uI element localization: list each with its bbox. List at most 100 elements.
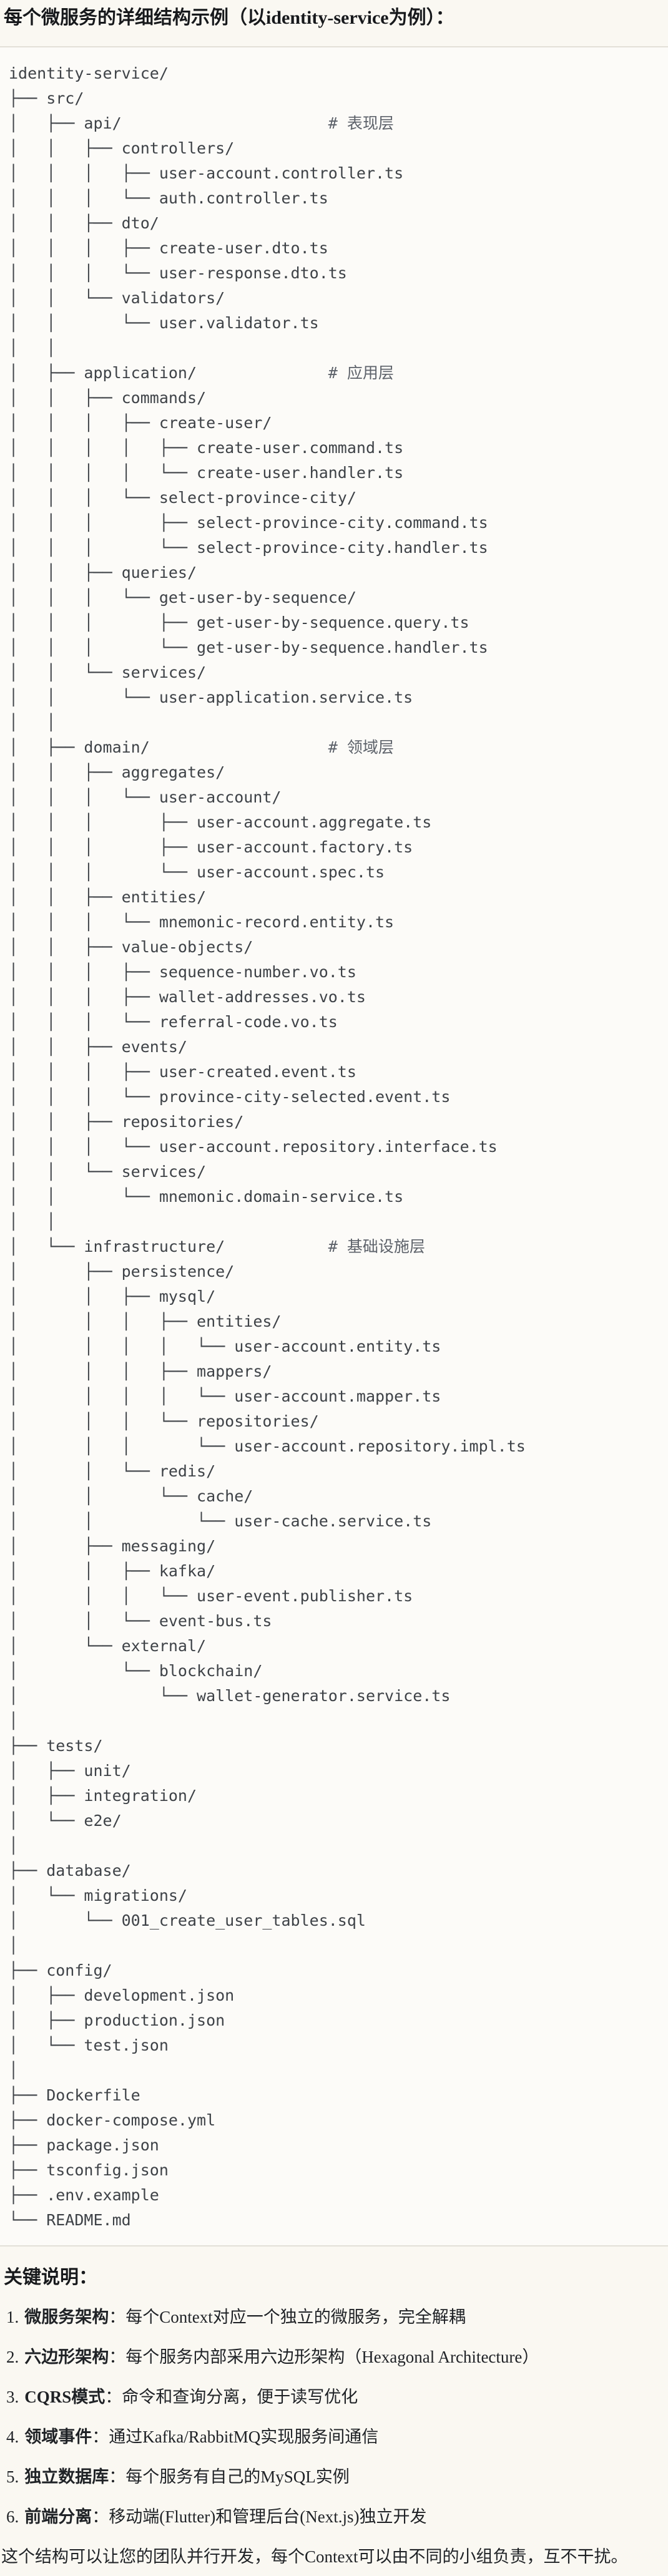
tree-line: │ │ └── user-cache.service.ts — [9, 1512, 432, 1530]
tree-line: │ │ │ └── get-user-by-sequence/ — [9, 588, 356, 607]
tree-line: │ └── infrastructure/ # 基础设施层 — [9, 1237, 425, 1256]
tree-comment: # 应用层 — [328, 364, 394, 382]
tree-line: │ │ │ └── user-account.repository.interf… — [9, 1138, 498, 1156]
tree-line: │ │ │ ├── user-account.controller.ts — [9, 164, 404, 182]
tree-line: ├── database/ — [9, 1861, 131, 1880]
tree-line: │ │ │ └── repositories/ — [9, 1412, 319, 1430]
tree-line: identity-service/ — [9, 64, 169, 82]
tree-line: │ │ │ ├── sequence-number.vo.ts — [9, 963, 356, 981]
note-text: 每个服务有自己的MySQL实例 — [125, 2467, 350, 2486]
tree-line: ├── package.json — [9, 2136, 159, 2154]
tree-line: │ │ │ ├── entities/ — [9, 1312, 282, 1330]
tree-line: │ │ │ └── mnemonic-record.entity.ts — [9, 913, 395, 931]
page-title: 每个微服务的详细结构示例（以identity-service为例）： — [4, 7, 454, 28]
note-text: 移动端(Flutter)和管理后台(Next.js)独立开发 — [109, 2507, 427, 2526]
note-item: 3. CQRS模式：命令和查询分离，便于读写优化 — [6, 2385, 668, 2409]
tree-line: │ │ ├── controllers/ — [9, 139, 235, 157]
tree-line: │ ├── integration/ — [9, 1787, 197, 1805]
note-text: 通过Kafka/RabbitMQ实现服务间通信 — [109, 2427, 379, 2446]
tree-line: │ │ │ └── user-response.dto.ts — [9, 264, 347, 282]
tree-line: ├── Dockerfile — [9, 2086, 140, 2104]
note-term: CQRS模式 — [24, 2388, 106, 2406]
tree-line: │ │ ├── mysql/ — [9, 1287, 216, 1305]
note-colon: ： — [109, 2308, 126, 2326]
note-text: 每个Context对应一个独立的微服务，完全解耦 — [125, 2308, 466, 2326]
tree-comment: # 基础设施层 — [328, 1237, 425, 1256]
tree-line: │ │ └── redis/ — [9, 1462, 216, 1480]
tree-line: │ │ ├── commands/ — [9, 389, 207, 407]
tree-line: │ └── wallet-generator.service.ts — [9, 1687, 451, 1705]
tree-line: │ │ ├── repositories/ — [9, 1113, 244, 1131]
tree-line: │ │ │ └── user-event.publisher.ts — [9, 1587, 413, 1605]
tree-line: │ ├── messaging/ — [9, 1537, 216, 1555]
note-number: 3. — [6, 2388, 19, 2406]
tree-line: │ │ │ │ └── user-account.mapper.ts — [9, 1387, 441, 1405]
tree-line: │ │ │ ├── create-user.dto.ts — [9, 239, 328, 257]
tree-line: │ │ ├── entities/ — [9, 888, 207, 906]
note-term: 前端分离 — [24, 2507, 92, 2526]
tree-line: │ │ │ ├── mappers/ — [9, 1362, 272, 1380]
tree-line: │ │ — [9, 1212, 56, 1231]
tree-line: │ └── blockchain/ — [9, 1662, 263, 1680]
tree-line: │ │ ├── dto/ — [9, 214, 159, 232]
tree-line: ├── .env.example — [9, 2186, 159, 2204]
tree-line: │ │ │ └── user-account.spec.ts — [9, 863, 385, 881]
note-item: 2.六边形架构：每个服务内部采用六边形架构（Hexagonal Architec… — [6, 2345, 668, 2369]
tree-line: │ │ │ ├── select-province-city.command.t… — [9, 514, 488, 532]
note-term: 独立数据库 — [24, 2467, 109, 2486]
tree-line: ├── src/ — [9, 89, 84, 107]
note-number: 4. — [6, 2427, 19, 2446]
notes-heading: 关键说明： — [4, 2267, 97, 2288]
tree-line: │ │ │ ├── get-user-by-sequence.query.ts — [9, 613, 469, 632]
tree-line: │ │ ├── aggregates/ — [9, 763, 225, 781]
tree-line: │ │ — [9, 339, 56, 357]
tree-line: │ │ │ ├── user-created.event.ts — [9, 1063, 356, 1081]
tree-line: │ — [9, 1837, 19, 1855]
note-term: 六边形架构 — [24, 2348, 109, 2366]
tree-line: │ ├── api/ # 表现层 — [9, 114, 394, 132]
tree-line: │ — [9, 1712, 19, 1730]
tree-line: │ — [9, 2061, 19, 2079]
tree-line: │ ├── production.json — [9, 2011, 225, 2029]
note-colon: ： — [109, 2348, 126, 2366]
tree-line: │ │ └── services/ — [9, 1163, 207, 1181]
tree-line: ├── tests/ — [9, 1737, 103, 1755]
note-number: 6. — [6, 2507, 19, 2526]
tree-line: │ │ └── validators/ — [9, 289, 225, 307]
tree-line: │ └── migrations/ — [9, 1886, 187, 1905]
note-number: 5. — [6, 2467, 19, 2486]
tree-line: │ │ │ └── province-city-selected.event.t… — [9, 1088, 451, 1106]
tree-line: │ │ │ ├── create-user/ — [9, 414, 272, 432]
note-term: 领域事件 — [24, 2427, 92, 2446]
tree-line: │ │ │ └── referral-code.vo.ts — [9, 1013, 338, 1031]
tree-line: ├── config/ — [9, 1961, 112, 1979]
tree-line: │ └── external/ — [9, 1637, 207, 1655]
note-text: 每个服务内部采用六边形架构（Hexagonal Architecture） — [125, 2348, 539, 2366]
final-paragraph: 这个结构可以让您的团队并行开发，每个Context可以由不同的小组负责，互不干扰… — [1, 2547, 628, 2566]
tree-line: │ ├── persistence/ — [9, 1262, 235, 1281]
tree-line: │ │ └── user-application.service.ts — [9, 688, 413, 706]
note-number: 1. — [6, 2308, 19, 2326]
tree-line: │ │ ├── kafka/ — [9, 1562, 216, 1580]
tree-line: │ │ │ ├── wallet-addresses.vo.ts — [9, 988, 366, 1006]
tree-line: │ │ │ └── select-province-city.handler.t… — [9, 539, 488, 557]
tree-comment: # 领域层 — [328, 738, 394, 756]
tree-line: │ └── 001_create_user_tables.sql — [9, 1911, 366, 1930]
tree-line: │ ├── domain/ # 领域层 — [9, 738, 394, 756]
tree-line: │ │ ├── queries/ — [9, 564, 197, 582]
tree-line: └── README.md — [9, 2211, 131, 2229]
tree-line: │ │ │ │ ├── create-user.command.ts — [9, 439, 404, 457]
tree-comment: # 表现层 — [328, 114, 394, 132]
note-item: 1. 微服务架构：每个Context对应一个独立的微服务，完全解耦 — [6, 2305, 668, 2329]
note-term: 微服务架构 — [24, 2308, 109, 2326]
note-item: 5.独立数据库：每个服务有自己的MySQL实例 — [6, 2465, 668, 2489]
tree-line: │ │ └── event-bus.ts — [9, 1612, 272, 1630]
tree-line: │ │ │ ├── user-account.aggregate.ts — [9, 813, 432, 831]
note-text: 命令和查询分离，便于读写优化 — [122, 2388, 358, 2406]
note-colon: ： — [92, 2427, 109, 2446]
note-colon: ： — [105, 2388, 122, 2406]
tree-line: │ ├── unit/ — [9, 1762, 131, 1780]
tree-line: │ │ │ └── select-province-city/ — [9, 489, 356, 507]
tree-line: │ │ │ │ └── create-user.handler.ts — [9, 464, 404, 482]
